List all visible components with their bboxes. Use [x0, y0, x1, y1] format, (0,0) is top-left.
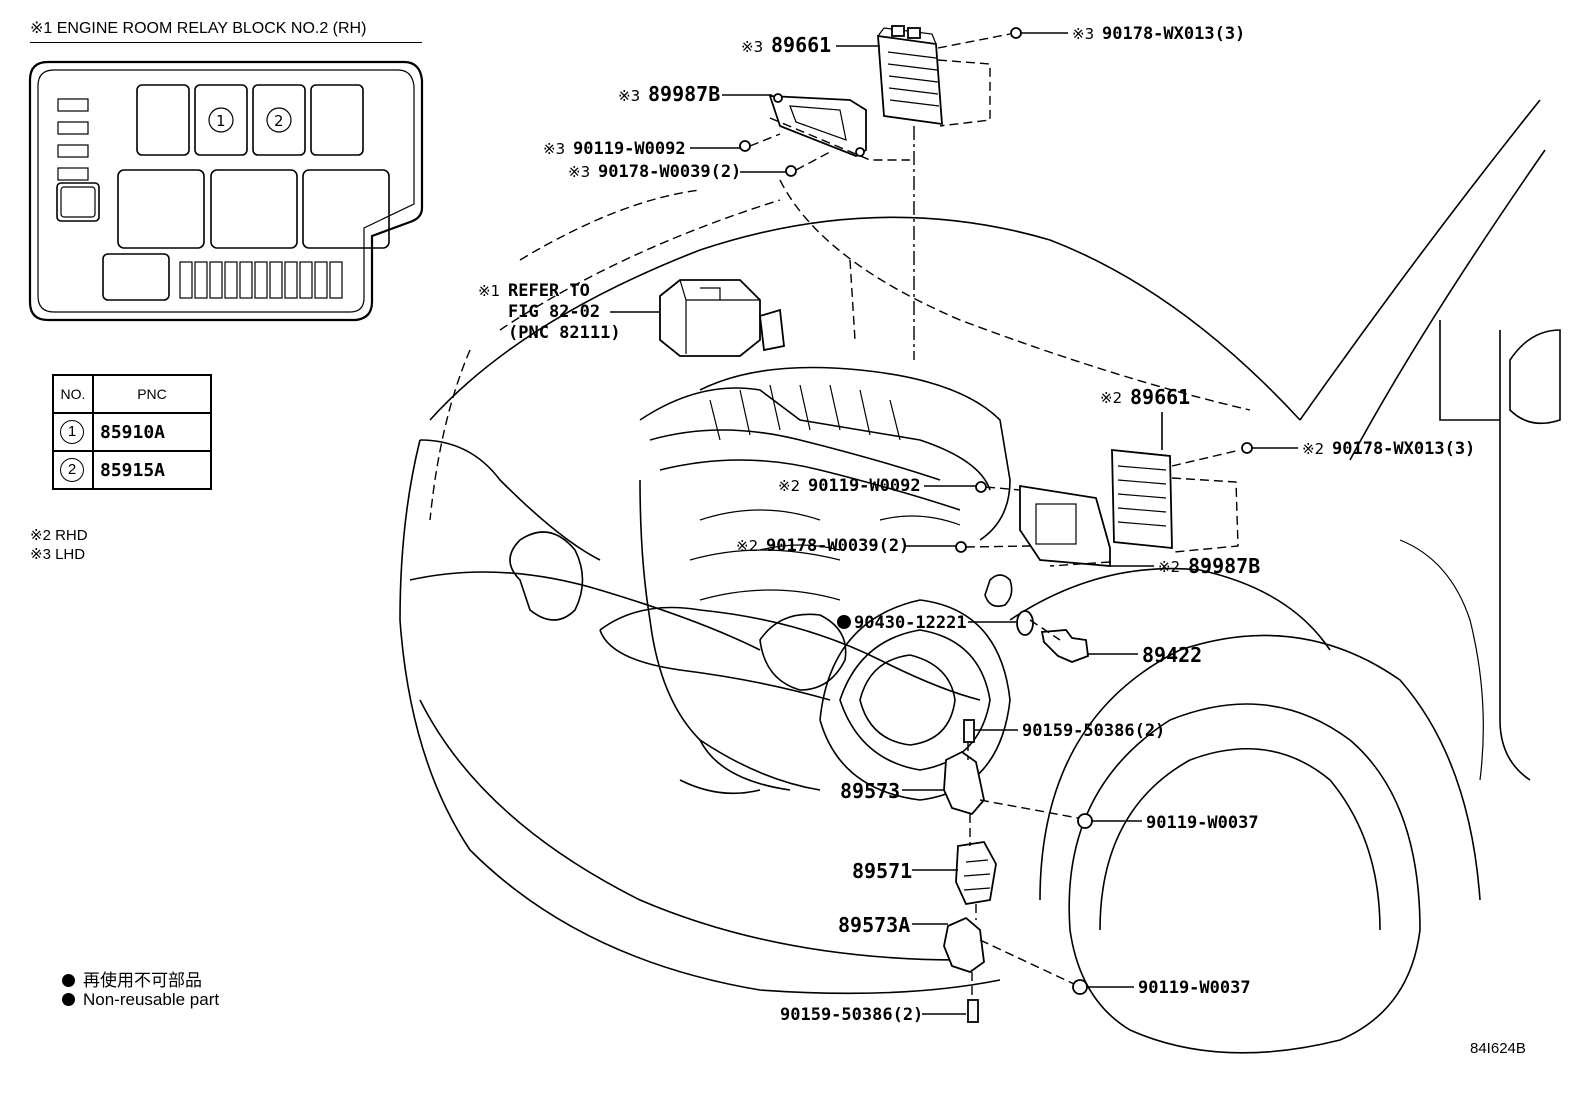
temp-sensor-icon [1040, 629, 1089, 663]
callout-c2-prefix: ※3 [618, 87, 640, 105]
callout-c1: 89661 [771, 33, 831, 57]
callout-c5-prefix: ※3 [1072, 25, 1094, 43]
table-row: 2 85915A [52, 450, 212, 490]
callout-c12: 90430-12221 [854, 613, 967, 633]
legend-en: Non-reusable part [62, 990, 219, 1010]
bolt-lhd-icon [739, 140, 751, 152]
pnc-header-no: NO. [52, 374, 94, 414]
engine-assembly [639, 366, 1013, 801]
callout-c11: 89987B [1188, 554, 1260, 578]
legend-en-text: Non-reusable part [83, 990, 220, 1009]
nut-lhd-icon [785, 165, 797, 177]
pnc-row-value: 85910A [92, 412, 212, 452]
sensor-bracket-icon [943, 750, 985, 816]
callout-c18: 89573A [838, 913, 910, 937]
callout-c11-prefix: ※2 [1158, 558, 1180, 576]
callout-c4-prefix: ※3 [568, 163, 590, 181]
ecu-lhd-group [739, 25, 1022, 360]
callout-c6-line2: FIG 82-02 [508, 302, 600, 322]
callout-c7: 89661 [1130, 385, 1190, 409]
callout-c3: 90119-W0092 [573, 139, 686, 159]
callout-c13: 89422 [1142, 643, 1202, 667]
relay-slot-2-marker [266, 107, 292, 133]
screw-lower-icon [967, 999, 979, 1023]
callout-c16: 90119-W0037 [1146, 813, 1259, 833]
callout-c2: 89987B [648, 82, 720, 106]
callout-c8-prefix: ※2 [1302, 440, 1324, 458]
callout-c15: 89573 [840, 779, 900, 803]
legend-jp: 再使用不可部品 [62, 966, 202, 991]
callout-c6-line3: (PNC 82111) [508, 323, 621, 343]
bolt-rhd-icon [975, 481, 987, 493]
legend-dot-icon [62, 993, 75, 1006]
pnc-row-value: 85915A [92, 450, 212, 490]
callout-c9-prefix: ※2 [778, 477, 800, 495]
figure-code: 84I624B [1470, 1040, 1526, 1057]
pnc-table-header: NO. PNC [52, 374, 212, 414]
pnc-row-no: 2 [52, 450, 94, 490]
nut-lhd-upper-icon [1010, 27, 1022, 39]
callout-c1-prefix: ※3 [741, 38, 763, 56]
relay-slot-1-marker [208, 107, 234, 133]
vehicle-outline [399, 99, 1561, 1054]
callout-c4: 90178-W0039(2) [598, 162, 741, 182]
callout-c5: 90178-WX013(3) [1102, 24, 1245, 44]
non-reusable-dot-icon [837, 615, 851, 629]
callouts: ※3 89661 ※3 89987B ※3 90119-W0092 ※3 901… [478, 24, 1475, 1025]
callout-c14: 90159-50386(2) [1022, 721, 1165, 741]
note-rhd: ※2 RHD [30, 527, 88, 544]
pnc-row-no: 1 [52, 412, 94, 452]
table-row: 1 85910A [52, 412, 212, 452]
pnc-header-pnc: PNC [92, 374, 212, 414]
screw-upper-icon [963, 719, 975, 743]
callout-c10: 90178-W0039(2) [766, 536, 909, 556]
callout-c3-prefix: ※3 [543, 140, 565, 158]
pnc-table: NO. PNC 1 85910A 2 85915A [52, 374, 212, 490]
callout-c9: 90119-W0092 [808, 476, 921, 496]
relay-block-part [659, 279, 785, 357]
relay-slot-2-label: 2 [274, 112, 284, 130]
bolt-lower-icon [1072, 979, 1088, 995]
callout-c10-prefix: ※2 [736, 537, 758, 555]
note-lhd: ※3 LHD [30, 546, 86, 563]
sensor-parts [943, 610, 1093, 1023]
legend-jp-text: 再使用不可部品 [83, 971, 202, 990]
relay-block-title: ※1 ENGINE ROOM RELAY BLOCK NO.2 (RH) [30, 18, 422, 43]
ecu-rhd-group [955, 442, 1253, 567]
gasket-icon [1016, 610, 1034, 636]
callout-c8: 90178-WX013(3) [1332, 439, 1475, 459]
callout-c19: 90119-W0037 [1138, 978, 1251, 998]
nut-rhd-icon [955, 541, 967, 553]
callout-c7-prefix: ※2 [1100, 389, 1122, 407]
relay-slot-1-label: 1 [216, 112, 226, 130]
nut-rhd-upper-icon [1241, 442, 1253, 454]
speed-sensor-icon [955, 841, 997, 906]
relay-block-drawing: 1 2 [28, 60, 424, 322]
sensor-bracket-a-icon [943, 916, 985, 973]
legend-dot-icon [62, 974, 75, 987]
callout-c6-prefix: ※1 [478, 282, 500, 300]
callout-c6-line1: REFER TO [508, 281, 590, 301]
callout-c17: 89571 [852, 859, 912, 883]
callout-c20: 90159-50386(2) [780, 1005, 923, 1025]
bolt-upper-icon [1077, 813, 1093, 829]
